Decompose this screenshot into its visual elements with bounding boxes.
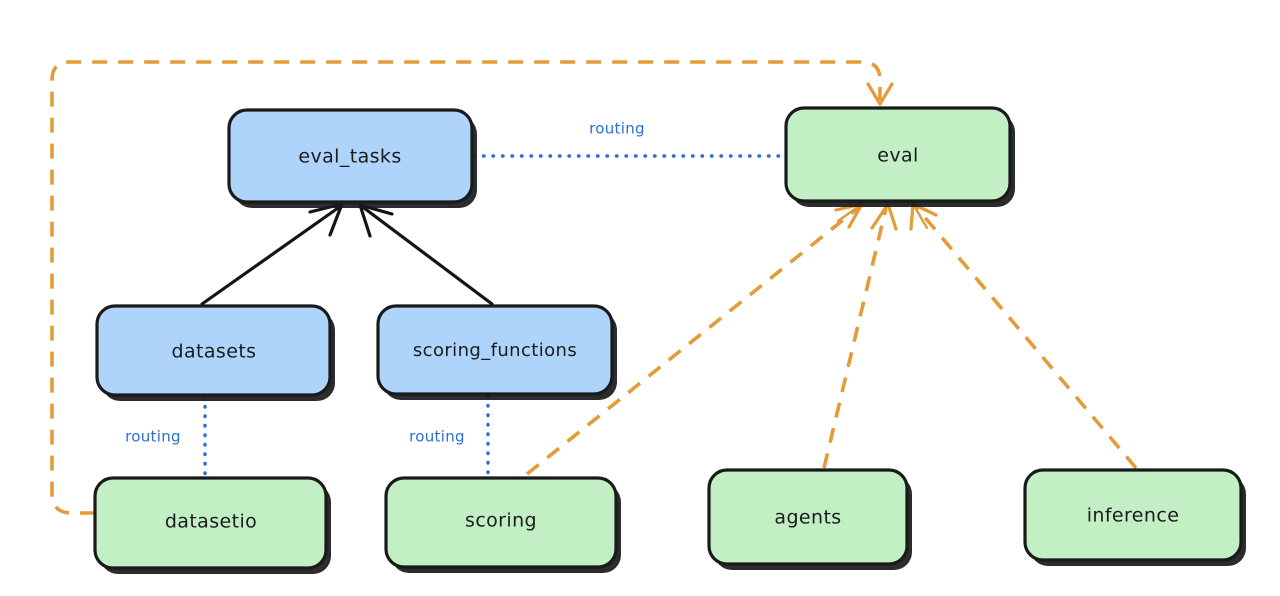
edge-datasets-to-eval-tasks [200,202,344,306]
node-datasetio-label: datasetio [165,511,257,533]
node-scoring-functions[interactable]: scoring_functions [376,304,617,400]
edge-label-routing-eval-tasks: routing [589,120,645,138]
node-eval[interactable]: eval [784,106,1015,207]
nodes: eval_tasks eval datasets scoring_functio… [93,106,1246,574]
edge-path-scoring-eval [525,206,860,476]
arrowhead-datasetio-eval [866,82,894,106]
node-inference-label: inference [1087,505,1180,527]
node-datasets-label: datasets [172,341,257,363]
node-datasets[interactable]: datasets [95,304,335,401]
node-eval-body [784,106,1012,203]
composition-edges [200,202,494,306]
node-agents-body [707,468,909,566]
edge-agents-to-eval [822,202,898,469]
node-scoring-label: scoring [465,510,537,532]
node-eval-tasks[interactable]: eval_tasks [227,108,477,208]
node-scoring[interactable]: scoring [384,476,621,573]
edge-label-routing-scoring-functions: routing [409,428,465,446]
edge-label-routing-datasets: routing [125,428,181,446]
edge-datasetio-to-eval [50,60,894,515]
routing-edges [203,154,786,479]
edge-scoring-functions-to-eval-tasks [358,203,494,306]
node-eval-tasks-body [227,108,474,204]
edge-path-scoring-functions-eval-tasks [362,206,494,306]
node-datasetio-body [93,476,328,570]
node-eval-tasks-label: eval_tasks [298,146,401,168]
node-datasetio[interactable]: datasetio [93,476,331,574]
edge-path-inference-eval [915,206,1138,470]
node-agents-label: agents [774,507,841,529]
node-agents[interactable]: agents [707,468,912,570]
edge-inference-to-eval [909,202,1138,470]
node-eval-label: eval [877,145,918,167]
arrowhead-agents-eval [870,202,898,231]
edge-labels: routing routing routing [125,120,645,446]
node-inference[interactable]: inference [1023,468,1246,566]
edge-path-agents-eval [822,207,888,469]
edge-path-datasetio-eval [50,60,882,515]
node-scoring-functions-label: scoring_functions [413,340,577,361]
arrowhead-inference-eval-tail [911,202,929,230]
node-scoring-body [384,476,618,569]
node-inference-body [1023,468,1243,562]
edge-path-datasets-eval-tasks [200,206,340,306]
node-datasets-body [95,304,332,397]
node-scoring-functions-body [376,304,614,396]
